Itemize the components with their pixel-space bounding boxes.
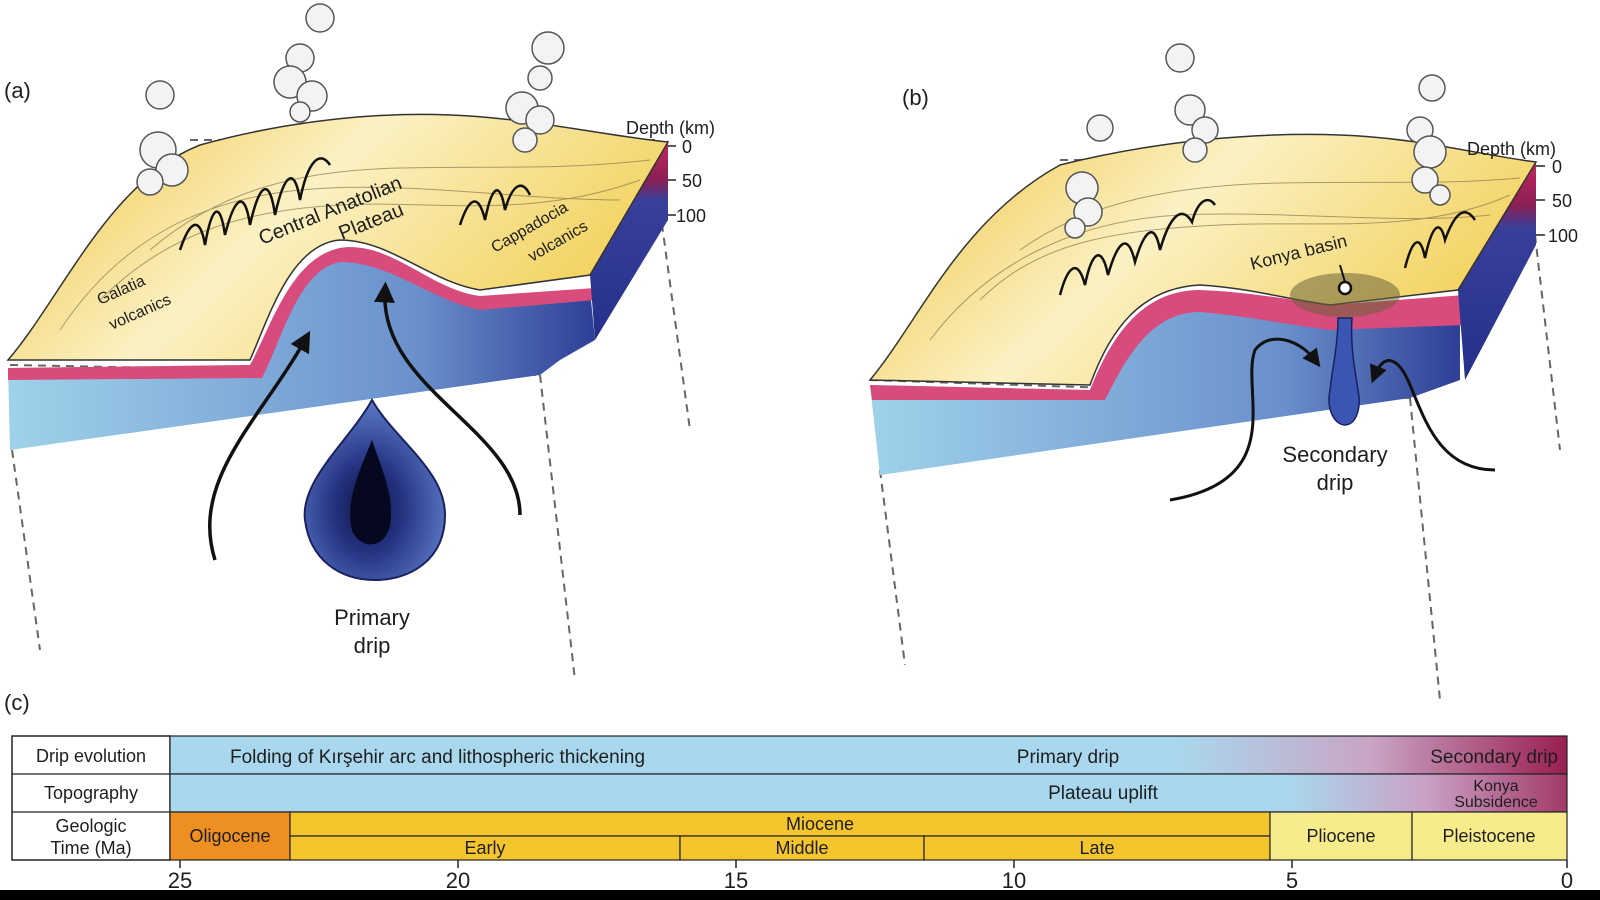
axis-tick-5: 5	[1286, 868, 1298, 893]
topo-phase-konya-2: Subsidence	[1454, 794, 1538, 811]
panel-b-depth-50: 50	[1552, 191, 1572, 211]
panel-b-plume-left	[1064, 114, 1114, 239]
panel-b-crust-layer	[870, 290, 1465, 400]
panel-a-depth-title: Depth (km)	[626, 118, 715, 138]
axis-tick-0: 0	[1561, 868, 1573, 893]
panel-b-label: (b)	[902, 85, 929, 110]
panel-b-depth-title: Depth (km)	[1467, 139, 1556, 159]
stage-early-label: Early	[464, 838, 505, 858]
drip-evolution-bar	[169, 735, 1568, 775]
panel-a-depth-0: 0	[682, 137, 692, 157]
panel-a-flow-arrow-right	[373, 281, 522, 516]
row-header-time: Geologic	[55, 816, 126, 836]
panel-b-drip-label-2: drip	[1317, 470, 1354, 495]
panel-a-plume-right	[505, 31, 565, 153]
axis-tick-10: 10	[1002, 868, 1026, 893]
panel-b-depth-0: 0	[1552, 157, 1562, 177]
stage-late-label: Late	[1079, 838, 1114, 858]
panel-a-contours	[59, 159, 651, 331]
topo-phase-uplift: Plateau uplift	[1048, 783, 1159, 804]
panel-b-drip-label: Secondary	[1282, 442, 1387, 467]
panel-b-konya-marker	[1337, 280, 1353, 296]
panel-c-timeline: (c) Drip evolution Topography Geologic T…	[4, 690, 1573, 893]
panel-b-flow-arrow-left	[1169, 337, 1321, 502]
epoch-oligocene-label: Oligocene	[189, 826, 270, 846]
panel-b-volcano-plumes	[1064, 43, 1451, 239]
stage-middle	[679, 835, 925, 861]
panel-a-depth-100: 100	[676, 206, 706, 226]
panel-b: (b) Konya basin	[868, 43, 1578, 701]
axis-tick-25: 25	[168, 868, 192, 893]
panel-b-mountains-right	[1403, 211, 1477, 269]
panel-a-mountains-cappadocia	[458, 184, 532, 226]
panel-a-drip-label-2: drip	[354, 633, 391, 658]
row-header-drip: Drip evolution	[36, 746, 146, 766]
panel-b-right-side	[1458, 162, 1536, 380]
panel-b-plume-right	[1406, 74, 1451, 206]
panel-a-depth-ticks	[668, 145, 676, 216]
epoch-miocene-label: Miocene	[786, 814, 854, 834]
panel-a-crust-layer	[8, 247, 595, 380]
topo-phase-konya: Konya	[1473, 778, 1518, 795]
panel-b-depth-ticks	[1536, 165, 1545, 236]
panel-a-label: (a)	[4, 78, 31, 103]
stage-late	[923, 835, 1271, 861]
row-header-topography: Topography	[44, 783, 138, 803]
panel-a-mountains-galatia	[178, 157, 332, 251]
epoch-miocene	[289, 811, 1271, 837]
panel-a-plume-left	[136, 80, 189, 196]
timeline-header-column	[11, 735, 171, 861]
panel-b-secondary-drip	[1328, 317, 1360, 426]
bottom-border	[0, 890, 1600, 900]
axis-tick-20: 20	[446, 868, 470, 893]
panel-b-mantle-side	[870, 294, 1460, 475]
panel-a-drip-core	[350, 440, 391, 545]
epoch-oligocene	[169, 811, 291, 861]
epoch-pleistocene	[1411, 811, 1568, 861]
panel-a-depth-50: 50	[682, 171, 702, 191]
drip-phase-secondary: Secondary drip	[1430, 747, 1558, 768]
panel-a-plume-middle	[273, 3, 335, 123]
panel-b-depth-100: 100	[1548, 226, 1578, 246]
drip-phase-primary: Primary drip	[1017, 747, 1119, 768]
panel-a-flow-arrow-left	[208, 330, 311, 561]
panel-a-drip-label: Primary	[334, 605, 410, 630]
panel-a-volcano-plumes	[136, 3, 565, 196]
row-header-time-2: Time (Ma)	[50, 838, 131, 858]
epoch-pliocene-label: Pliocene	[1306, 826, 1375, 846]
panel-b-flow-arrow-right	[1369, 359, 1496, 472]
panel-a-right-side	[590, 140, 668, 340]
epoch-pleistocene-label: Pleistocene	[1442, 826, 1535, 846]
timeline-axis-ticks	[179, 860, 1568, 868]
panel-b-plateau-surface	[868, 133, 1538, 386]
panel-a: (a)	[4, 3, 715, 681]
axis-tick-15: 15	[724, 868, 748, 893]
stage-middle-label: Middle	[775, 838, 828, 858]
panel-b-konya-leader	[1339, 264, 1346, 283]
drip-phase-folding: Folding of Kırşehir arc and lithospheric…	[230, 747, 645, 768]
panel-c-label: (c)	[4, 690, 30, 715]
panel-b-mountains	[1058, 198, 1217, 296]
panel-b-plume-middle	[1165, 43, 1219, 163]
topography-bar	[169, 773, 1568, 813]
